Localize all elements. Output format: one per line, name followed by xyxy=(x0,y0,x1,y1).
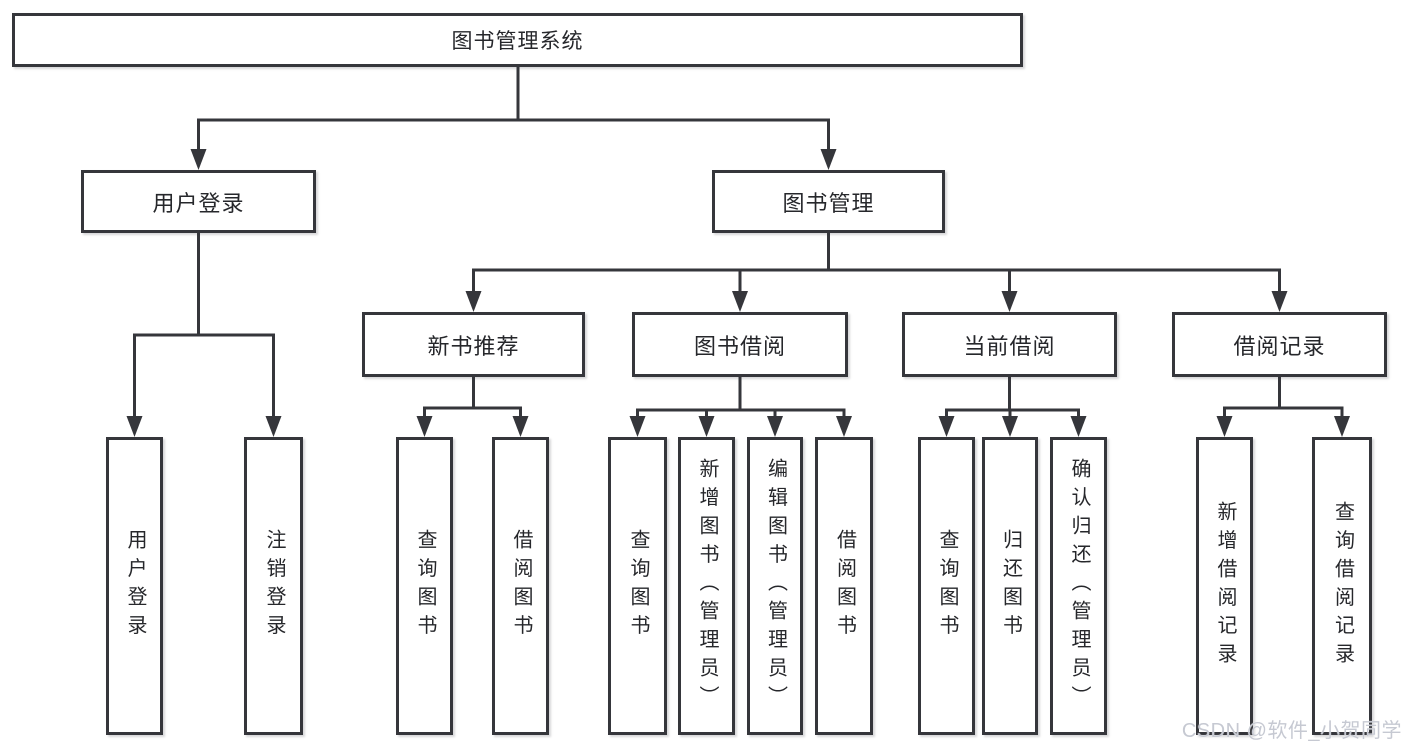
node-query-books-current: 查询图书 xyxy=(918,437,975,735)
node-return-books: 归还图书 xyxy=(982,437,1038,735)
node-label: 新增借阅记录 xyxy=(1214,500,1236,672)
node-label: 借阅记录 xyxy=(1233,333,1326,359)
node-book-borrowing: 图书借阅 xyxy=(632,312,848,377)
node-label: 查询图书 xyxy=(414,529,436,643)
node-label: 新书推荐 xyxy=(427,333,520,359)
node-label: 查询图书 xyxy=(936,529,958,643)
node-user-login: 用户登录 xyxy=(81,170,316,233)
node-current-borrowing: 当前借阅 xyxy=(902,312,1117,377)
node-new-book-recommend: 新书推荐 xyxy=(362,312,585,377)
node-label: 借阅图书 xyxy=(833,529,856,643)
watermark: CSDN @软件_小贺同学 xyxy=(1181,720,1402,742)
node-label: 当前借阅 xyxy=(963,333,1056,359)
node-query-books-recommend: 查询图书 xyxy=(396,437,453,735)
node-label: 图书借阅 xyxy=(693,333,786,359)
node-library-system: 图书管理系统 xyxy=(12,13,1023,67)
node-borrowing-records: 借阅记录 xyxy=(1172,312,1387,377)
node-logout: 注销登录 xyxy=(244,437,303,735)
node-add-borrow-record: 新增借阅记录 xyxy=(1196,437,1253,735)
node-label: 确认归还（管理员） xyxy=(1068,458,1090,714)
node-label: 查询借阅记录 xyxy=(1331,500,1354,672)
node-label: 图书管理系统 xyxy=(451,30,584,53)
node-borrow-books-recommend: 借阅图书 xyxy=(492,437,549,735)
node-label: 用户登录 xyxy=(124,529,146,643)
node-query-books-borrowing: 查询图书 xyxy=(608,437,667,735)
node-label: 注销登录 xyxy=(263,529,285,643)
node-label: 查询图书 xyxy=(627,529,649,643)
node-edit-books-admin: 编辑图书（管理员） xyxy=(747,437,803,735)
node-borrow-books: 借阅图书 xyxy=(815,437,873,735)
node-label: 新增图书（管理员） xyxy=(696,458,718,714)
node-label: 用户登录 xyxy=(152,190,245,216)
node-query-borrow-record: 查询借阅记录 xyxy=(1312,437,1372,735)
node-label: 图书管理 xyxy=(782,190,875,216)
node-label: 编辑图书（管理员） xyxy=(764,458,787,714)
node-label: 归还图书 xyxy=(999,529,1022,643)
node-login: 用户登录 xyxy=(106,437,163,735)
node-label: 借阅图书 xyxy=(510,529,532,643)
node-book-management: 图书管理 xyxy=(712,170,945,233)
node-confirm-return-admin: 确认归还（管理员） xyxy=(1050,437,1107,735)
node-add-books-admin: 新增图书（管理员） xyxy=(678,437,735,735)
